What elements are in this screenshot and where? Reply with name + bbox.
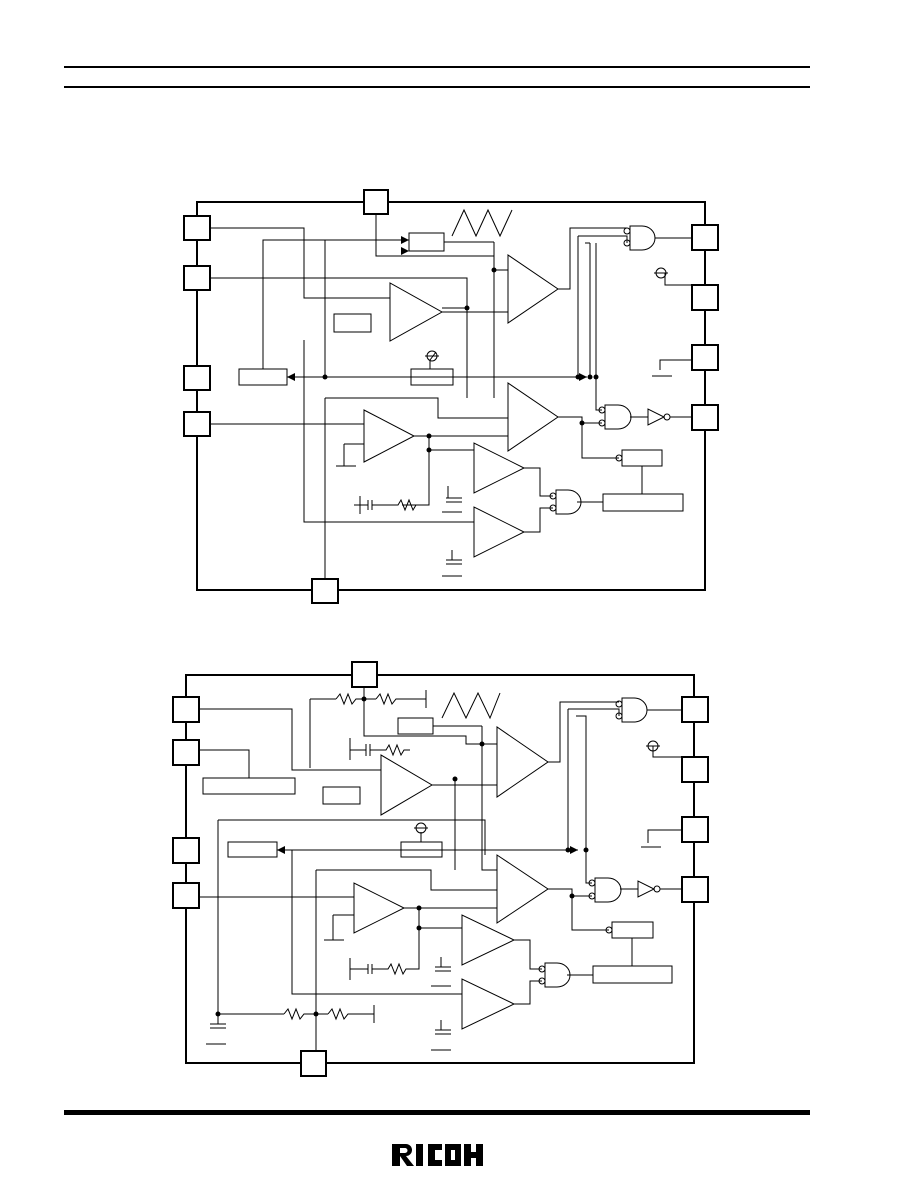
and-gate-1 xyxy=(629,225,656,251)
and-gate-3 xyxy=(544,962,571,988)
and-gate-3 xyxy=(555,489,582,515)
softstart-block xyxy=(227,841,278,858)
inverter xyxy=(647,408,666,426)
chip-outline-2 xyxy=(185,674,695,1064)
and-gate-1 xyxy=(621,697,648,723)
softstart-block xyxy=(238,368,288,386)
footer-rule xyxy=(64,1110,810,1115)
comparator-5 xyxy=(473,506,526,558)
wiring xyxy=(199,687,682,1051)
pin-right-2 xyxy=(691,284,719,311)
pin-right-3 xyxy=(691,344,719,371)
comparator-2 xyxy=(496,854,549,924)
timer-block xyxy=(592,965,673,984)
pwm-comparator xyxy=(496,726,549,798)
ovp-block xyxy=(202,777,296,795)
pin-left-4 xyxy=(183,411,211,437)
block-diagram-2 xyxy=(172,661,709,1077)
wiring xyxy=(210,214,692,579)
rc-network xyxy=(349,738,410,980)
oscillator-block xyxy=(408,232,445,252)
pin-left-1 xyxy=(183,215,211,241)
current-source-icon xyxy=(414,740,660,834)
pin-left-3 xyxy=(172,837,200,864)
header-rule-bottom xyxy=(64,86,810,88)
inverter xyxy=(637,880,656,898)
current-source-icon xyxy=(425,267,668,362)
amplifier-3 xyxy=(353,882,406,934)
pin-bottom xyxy=(300,1050,327,1077)
rc-network xyxy=(354,496,417,514)
comparator-4 xyxy=(461,914,516,966)
ricoh-logo xyxy=(390,1140,486,1170)
reference-block xyxy=(322,786,361,805)
oscillator-block xyxy=(397,717,434,735)
pin-right-4 xyxy=(691,404,719,431)
pin-top xyxy=(351,661,378,688)
latch-block xyxy=(611,921,654,939)
pin-right-1 xyxy=(691,224,719,251)
comparator-5 xyxy=(461,978,516,1030)
comparator-2 xyxy=(507,382,559,452)
pwm-comparator xyxy=(507,254,559,324)
and-gate-2 xyxy=(594,877,622,903)
ricoh-logo-mark xyxy=(392,1144,483,1166)
pin-right-3 xyxy=(681,816,709,843)
triangle-wave-icon xyxy=(441,691,501,720)
pin-left-1 xyxy=(172,696,200,723)
ground-icon xyxy=(336,375,672,577)
pin-left-2 xyxy=(183,265,211,291)
junction-dots xyxy=(215,696,589,1017)
ground-icon xyxy=(206,690,661,1051)
pin-bottom xyxy=(311,578,339,604)
chip-outline xyxy=(196,201,706,591)
header-rule-top xyxy=(64,66,810,68)
and-gate-2 xyxy=(604,404,632,430)
pin-left-4 xyxy=(172,882,200,909)
junction-dots xyxy=(322,267,599,453)
pin-right-1 xyxy=(681,696,709,723)
pin-top xyxy=(363,189,389,215)
error-amplifier xyxy=(389,282,444,342)
comparator-4 xyxy=(473,442,526,494)
block-diagram-1 xyxy=(183,189,719,604)
arrows xyxy=(277,846,578,854)
pin-left-2 xyxy=(172,739,200,766)
triangle-wave-icon xyxy=(451,208,513,238)
arrows xyxy=(287,236,587,381)
latch-block xyxy=(621,449,663,467)
timer-block xyxy=(602,493,684,512)
error-amplifier xyxy=(380,754,433,816)
pin-right-4 xyxy=(681,876,709,903)
amplifier-3 xyxy=(363,409,416,463)
pin-right-2 xyxy=(681,756,709,783)
pin-left-3 xyxy=(183,365,211,391)
reference-block xyxy=(333,313,372,333)
